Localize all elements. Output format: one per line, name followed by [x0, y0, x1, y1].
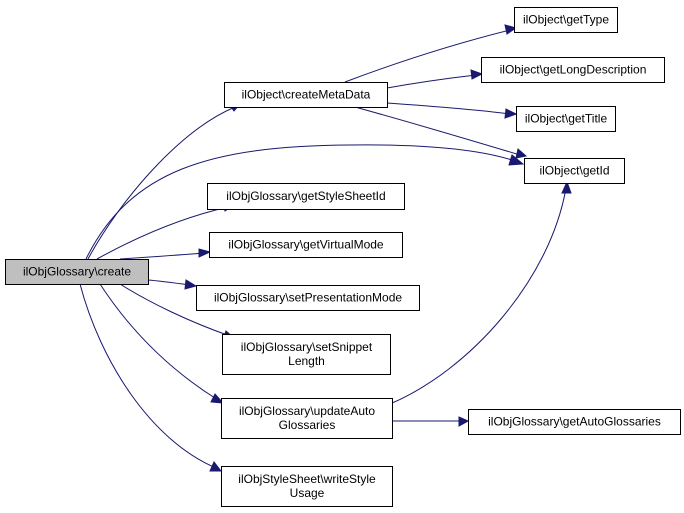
node-label: Length: [288, 354, 325, 368]
arrowhead-root-to-writeStyleUsage: [209, 461, 223, 472]
arrowhead-root-to-setPresentationMode: [184, 279, 198, 290]
node-label: ilObject\getLongDescription: [500, 63, 647, 77]
arrowhead-createMetaData-to-getTitle: [504, 108, 518, 119]
edge-root-to-getId: [85, 144, 513, 260]
arrowhead-root-to-getId: [508, 154, 525, 166]
edge-root-to-getVirtualMode: [119, 252, 205, 260]
arrowhead-createMetaData-to-getId: [515, 148, 528, 159]
edge-createMetaData-to-getTitle: [386, 102, 511, 115]
edge-root-to-writeStyleUsage: [79, 283, 217, 469]
node-label: ilObjGlossary\setPresentationMode: [214, 291, 402, 305]
node-setPresentationMode[interactable]: ilObjGlossary\setPresentationMode: [196, 285, 420, 311]
node-getStyleSheetId[interactable]: ilObjGlossary\getStyleSheetId: [207, 183, 405, 210]
node-box: [196, 285, 420, 311]
node-label: Glossaries: [279, 418, 336, 432]
node-label: ilObject\getType: [523, 13, 609, 27]
node-box: [524, 158, 625, 184]
edge-root-to-getStyleSheetId: [96, 206, 229, 260]
nodes: ilObjGlossary\create ilObject\createMetaD…: [5, 7, 681, 507]
node-getLongDescription[interactable]: ilObject\getLongDescription: [481, 57, 665, 83]
node-label: ilObjGlossary\setSnippet: [241, 340, 373, 354]
node-label: ilObjGlossary\getAutoGlossaries: [488, 415, 661, 429]
node-box: [207, 183, 405, 210]
arrowhead-updateAutoGlossaries-to-getAutoGlossaries: [458, 416, 470, 427]
node-box: [514, 7, 618, 33]
arrowhead-createMetaData-to-getType: [504, 24, 518, 35]
edge-root-to-setSnippetLength: [119, 283, 231, 337]
arrowhead-root-to-getVirtualMode: [198, 248, 212, 258]
node-label: ilObjStyleSheet\writeStyle: [238, 472, 376, 486]
node-getType[interactable]: ilObject\getType: [514, 7, 618, 33]
node-box: [5, 259, 149, 285]
node-label: ilObjGlossary\updateAuto: [239, 404, 375, 418]
edge-updateAutoGlossaries-to-getId: [389, 187, 567, 405]
edge-createMetaData-to-getType: [344, 29, 511, 83]
edge-createMetaData-to-getId: [354, 106, 521, 156]
arrowhead-createMetaData-to-getLongDescription: [470, 69, 484, 80]
node-label: Usage: [290, 486, 325, 500]
arrowhead-updateAutoGlossaries-to-getId: [561, 180, 572, 194]
edge-createMetaData-to-getLongDescription: [386, 74, 477, 89]
node-box: [481, 57, 665, 83]
edge-root-to-setPresentationMode: [147, 279, 191, 286]
node-label: ilObjGlossary\getStyleSheetId: [226, 189, 385, 203]
node-getId[interactable]: ilObject\getId: [524, 158, 625, 184]
edges: [79, 24, 572, 472]
edge-root-to-createMetaData: [87, 106, 236, 260]
node-createMetaData[interactable]: ilObject\createMetaData: [224, 82, 388, 108]
node-box: [516, 106, 616, 132]
node-label: ilObjGlossary\getVirtualMode: [228, 238, 384, 252]
node-box: [221, 466, 393, 507]
node-getTitle[interactable]: ilObject\getTitle: [516, 106, 616, 132]
node-getVirtualMode[interactable]: ilObjGlossary\getVirtualMode: [209, 232, 403, 258]
node-box: [224, 82, 388, 108]
node-box: [468, 409, 681, 435]
node-box: [221, 398, 393, 439]
node-getAutoGlossaries[interactable]: ilObjGlossary\getAutoGlossaries: [468, 409, 681, 435]
arrowhead-root-to-updateAutoGlossaries: [210, 393, 225, 404]
node-label: ilObject\createMetaData: [242, 88, 371, 102]
edge-root-to-updateAutoGlossaries: [99, 283, 219, 401]
node-label: ilObject\getId: [539, 164, 609, 178]
node-label: ilObject\getTitle: [525, 112, 608, 126]
node-box: [209, 232, 403, 258]
node-root[interactable]: ilObjGlossary\create: [5, 259, 149, 285]
node-label: ilObjGlossary\create: [23, 265, 131, 279]
node-box: [222, 334, 391, 375]
